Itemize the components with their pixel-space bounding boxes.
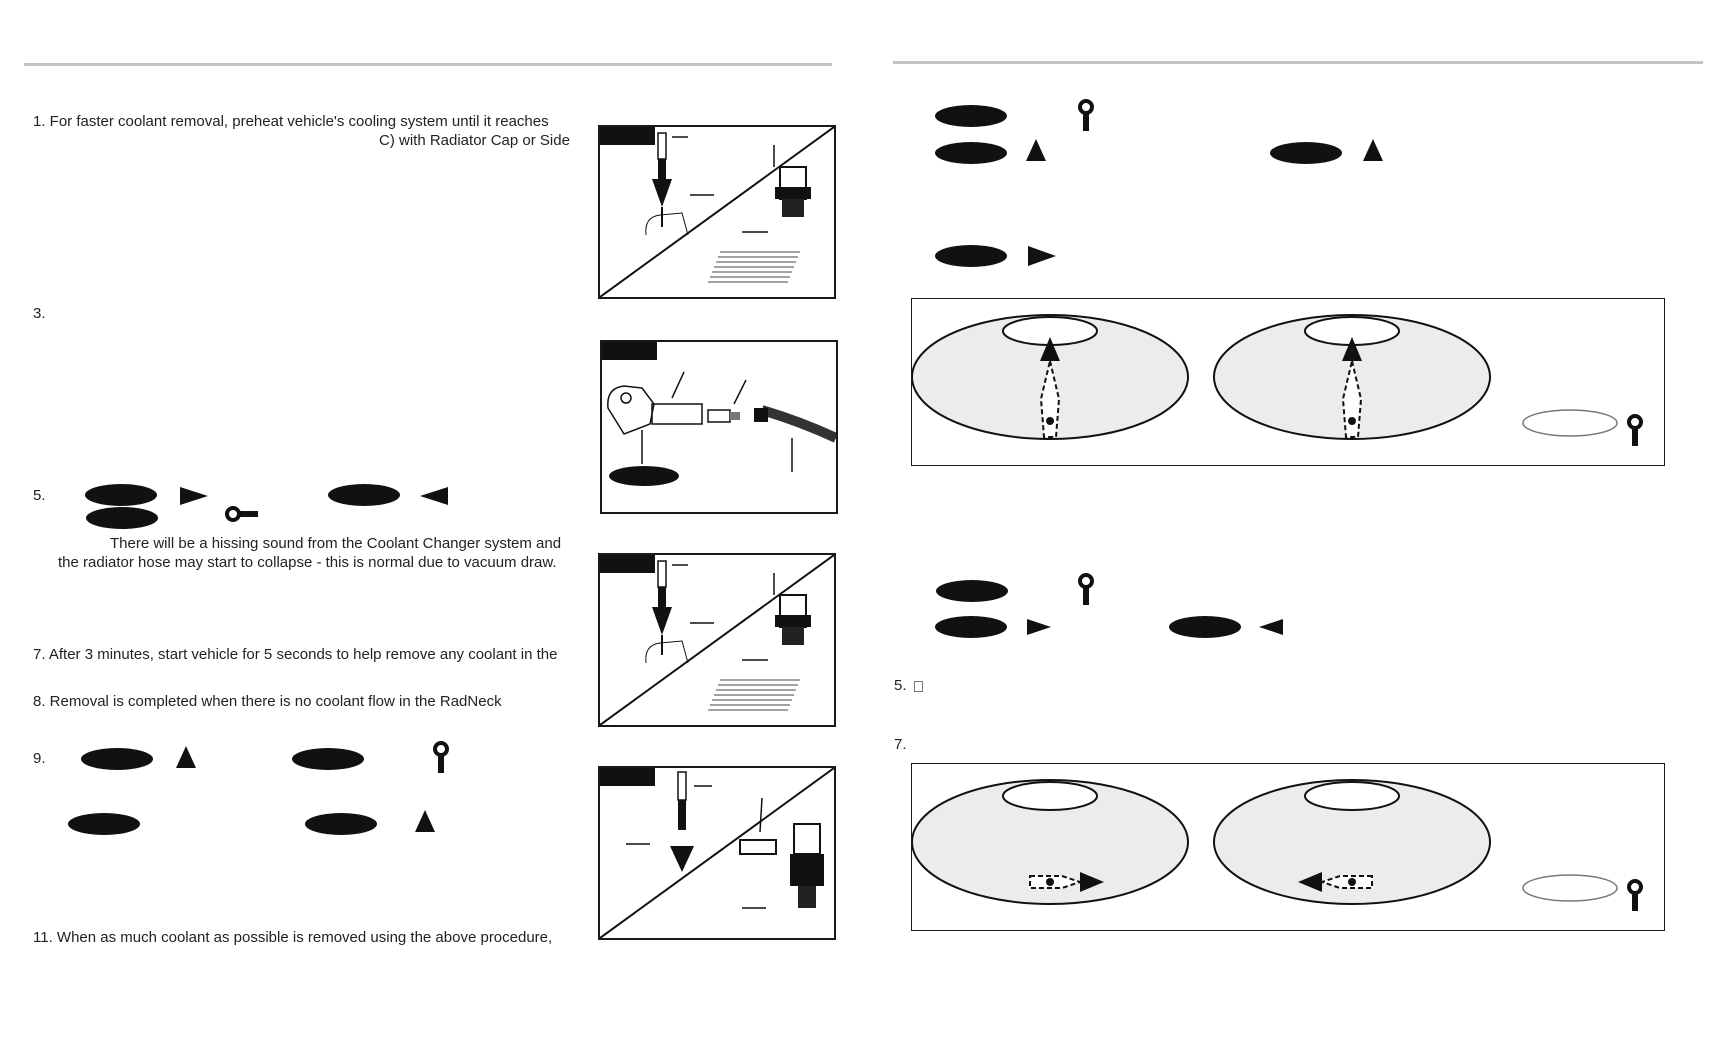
triangle-right-icon [180,487,208,505]
triangle-left-icon [1259,619,1283,635]
valve-knob-icon [1169,616,1241,638]
step-1-line-2: C) with Radiator Cap or Side [379,132,570,149]
key-icon [1078,573,1094,605]
step-3-number: 3. [33,305,46,322]
key-icon [433,741,449,773]
step-11-text: 11. When as much coolant as possible is … [33,929,553,946]
valve-knob-icon [1270,142,1342,164]
valve-knob-icon [86,507,158,529]
step-5-number: 5. [33,487,46,504]
step-7-text: 7. After 3 minutes, start vehicle for 5 … [33,646,558,663]
figure-hose-connector [600,340,838,514]
valve-dial-panel-up [911,298,1665,466]
valve-knob-icon [68,813,140,835]
step-8-text: 8. Removal is completed when there is no… [33,693,502,710]
right-step-5-number: 5. [894,677,907,694]
step-1-line-1: 1. For faster coolant removal, preheat v… [33,113,549,130]
valve-knob-icon [935,245,1007,267]
valve-knob-icon [305,813,377,835]
left-header-rule [24,63,832,66]
checkbox-icon [914,681,923,692]
figure-coolant-removal-2 [598,553,836,727]
step-5-line-2: the radiator hose may start to collapse … [58,554,557,571]
triangle-up-icon [1363,139,1383,161]
triangle-up-icon [1026,139,1046,161]
valve-knob-icon [935,142,1007,164]
valve-dial-panel-sideways [911,763,1665,931]
key-icon [225,506,258,522]
triangle-right-icon [1027,619,1051,635]
right-step-7-number: 7. [894,736,907,753]
valve-knob-icon [85,484,157,506]
right-header-rule [893,61,1703,64]
valve-knob-icon [292,748,364,770]
triangle-up-icon [176,746,196,768]
valve-knob-icon [936,580,1008,602]
valve-knob-icon [81,748,153,770]
valve-knob-icon [935,105,1007,127]
figure-coolant-refill [598,766,836,940]
step-5-line-1: There will be a hissing sound from the C… [110,535,562,552]
triangle-left-icon [420,487,448,505]
triangle-up-icon [415,810,435,832]
valve-knob-icon [935,616,1007,638]
triangle-right-icon [1028,246,1056,266]
step-9-number: 9. [33,750,46,767]
valve-knob-icon [328,484,400,506]
key-icon [1078,99,1094,131]
figure-coolant-removal-1 [598,125,836,299]
